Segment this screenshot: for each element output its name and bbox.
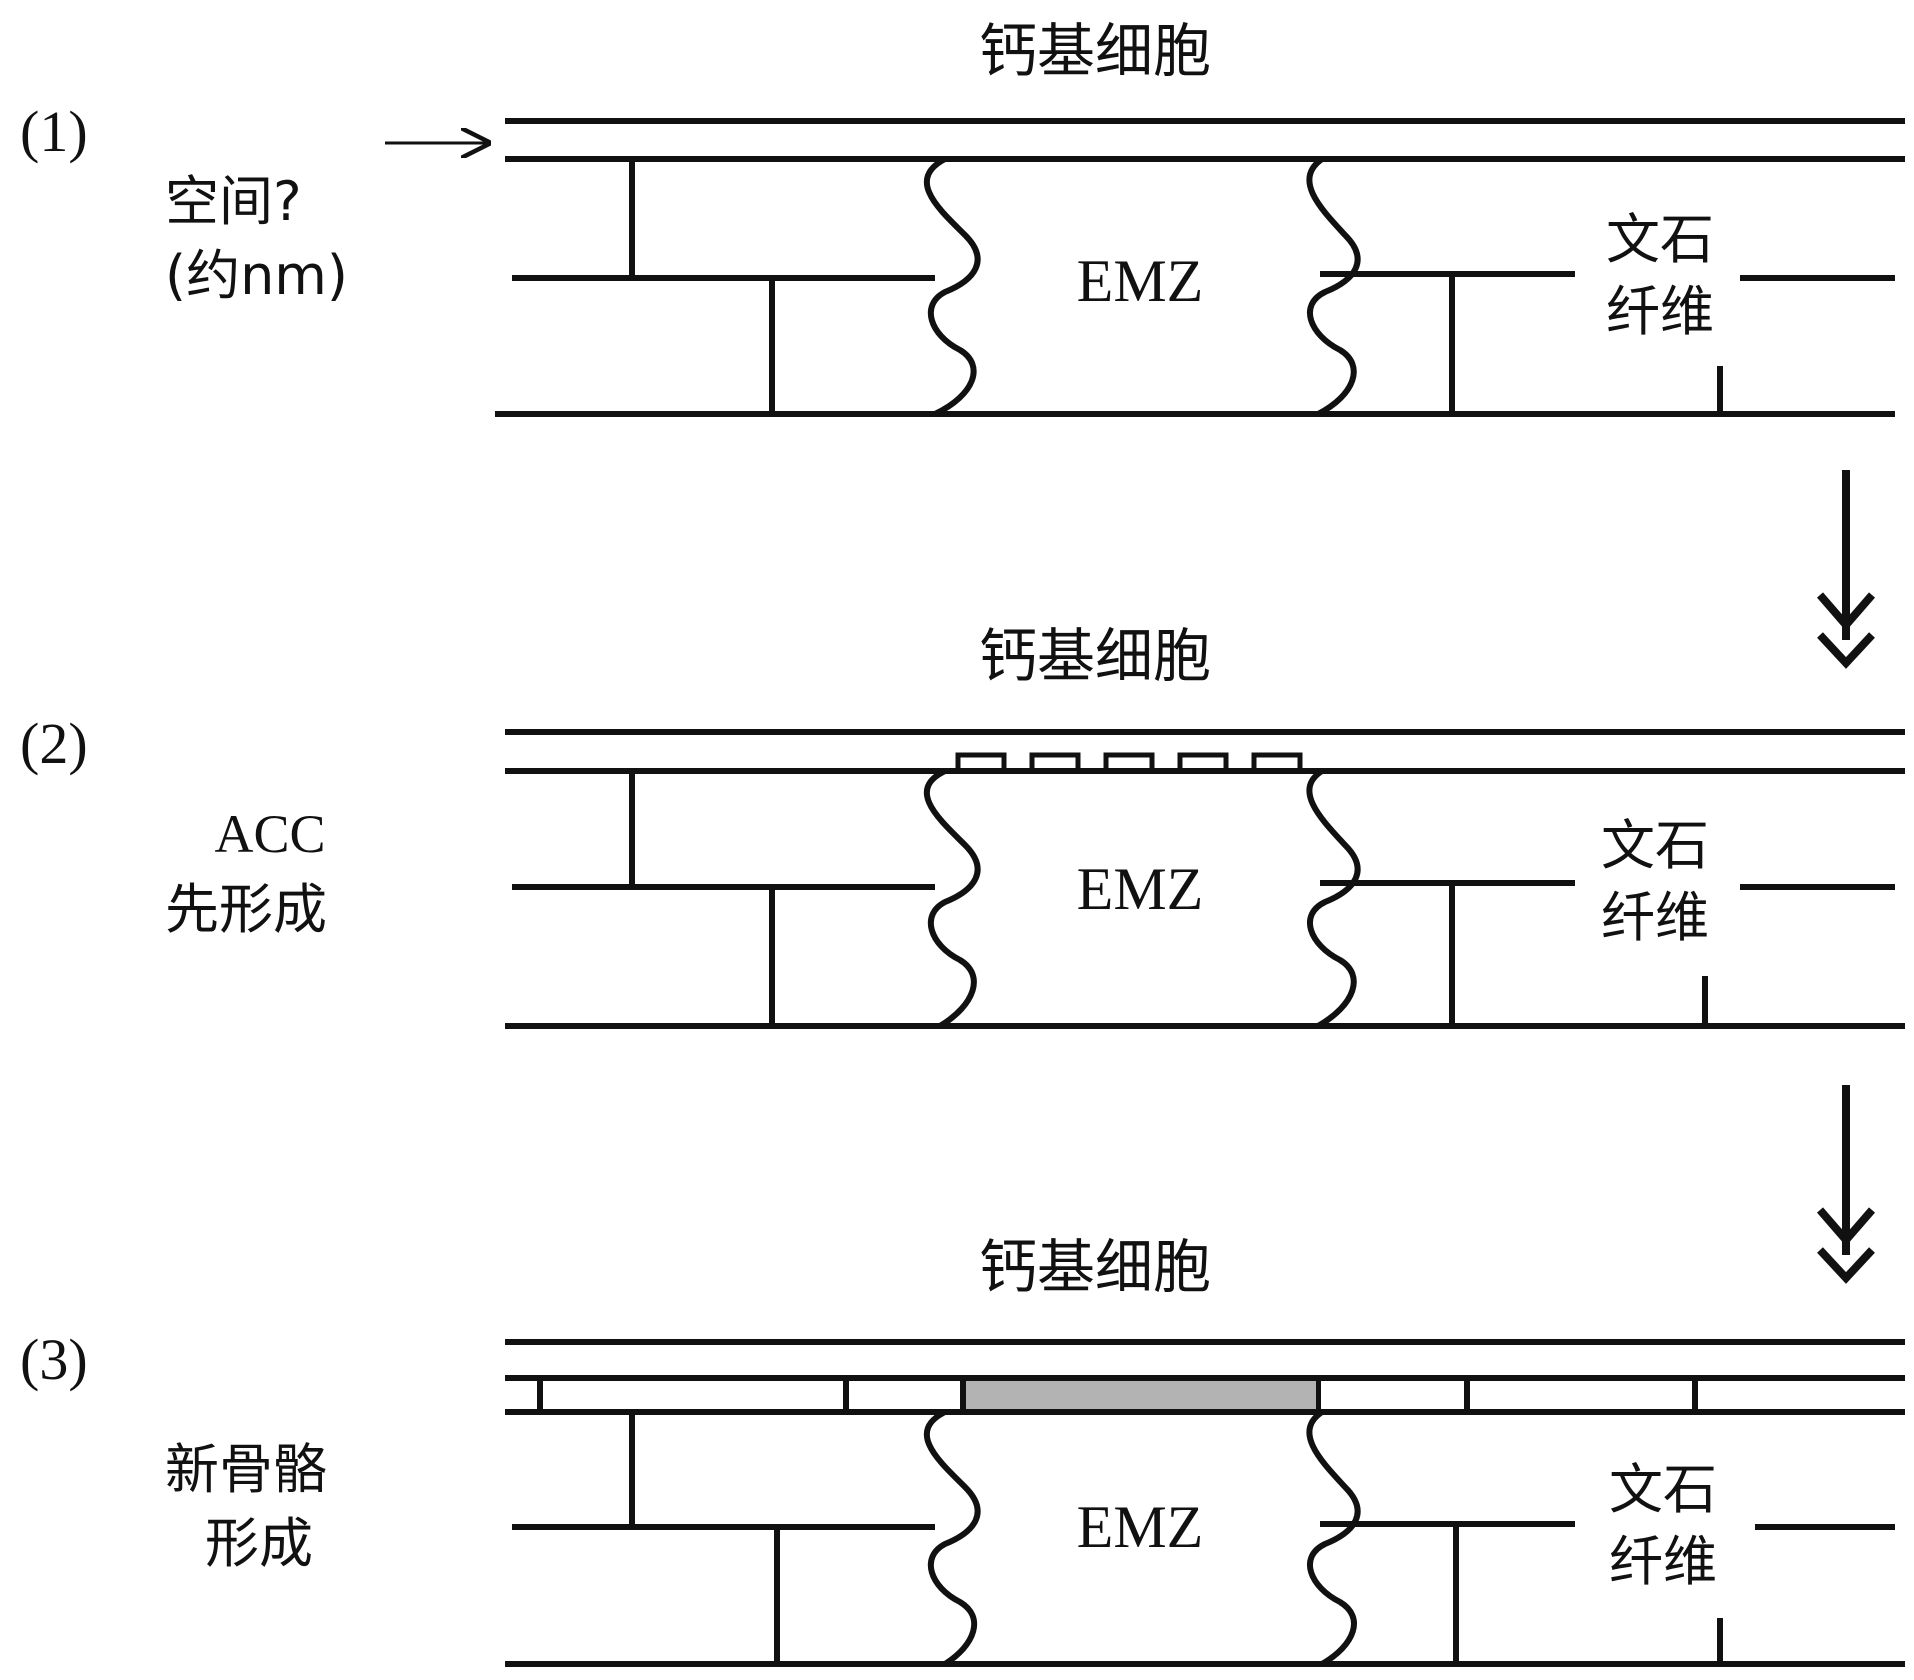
panel-3 (505, 1339, 1905, 1667)
panel-3-title: 钙基细胞 (978, 1233, 1211, 1301)
emz-left-boundary (923, 1409, 981, 1667)
panel-1-side-label-line2: (约nm) (165, 244, 348, 307)
panel-2-fiber-label-line1: 文石 (1601, 814, 1709, 877)
acc-particle (1177, 752, 1229, 774)
new-skeleton-block (966, 1381, 1316, 1409)
acc-particles (955, 752, 1303, 774)
acc-particle (1029, 752, 1081, 774)
panel-1-title: 钙基细胞 (978, 17, 1211, 85)
panel-3-step-label: (3) (20, 1327, 88, 1392)
acc-particle (1103, 752, 1155, 774)
panel-2-side-label-line1: ACC (214, 804, 326, 864)
panel-2-title: 钙基细胞 (978, 622, 1211, 690)
panel-3-side-label-line2: 形成 (205, 1512, 313, 1575)
flow-arrow-2-3 (1816, 1085, 1876, 1284)
emz-right-boundary (1306, 1409, 1361, 1667)
emz-right-boundary (1306, 768, 1361, 1029)
panel-1-step-label: (1) (20, 99, 88, 164)
panel-1-side-label-line1: 空间? (165, 170, 302, 233)
panel-2 (505, 729, 1905, 1029)
panel-2-step-label: (2) (20, 711, 88, 776)
panel-3-fiber-label-line2: 纤维 (1609, 1530, 1717, 1593)
emz-right-boundary (1306, 156, 1361, 417)
panel-3-fiber-label-line1: 文石 (1609, 1458, 1717, 1521)
emz-left-boundary (923, 156, 981, 417)
panel-3-emz-label: EMZ (1076, 1494, 1204, 1560)
flow-arrow-1-2 (1816, 470, 1876, 669)
emz-left-boundary (923, 768, 981, 1029)
panel-1-emz-label: EMZ (1076, 248, 1204, 314)
panel-1 (385, 118, 1905, 417)
panel-2-emz-label: EMZ (1076, 856, 1204, 922)
panel-3-side-label-line1: 新骨骼 (165, 1438, 327, 1501)
panel-1-fiber-label-line2: 纤维 (1606, 280, 1714, 343)
acc-particle (1251, 752, 1303, 774)
panel-2-side-label-line2: 先形成 (165, 878, 327, 941)
panel-1-fiber-label-line1: 文石 (1606, 208, 1714, 271)
panel-2-fiber-label-line2: 纤维 (1601, 886, 1709, 949)
acc-particle (955, 752, 1007, 774)
